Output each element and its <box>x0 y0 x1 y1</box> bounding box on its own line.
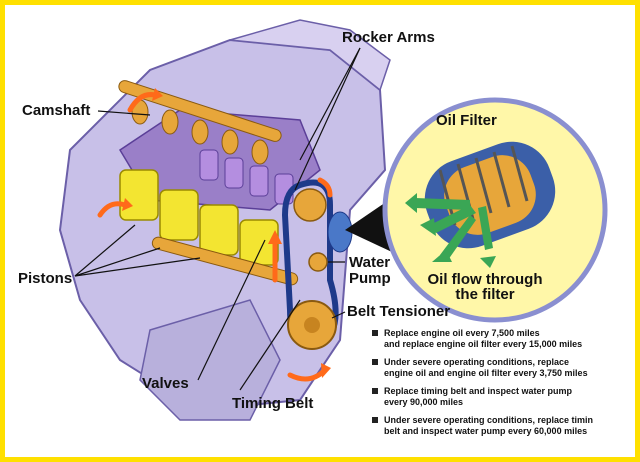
inset-pointer <box>345 198 392 252</box>
note-line: Under severe operating conditions, repla… <box>384 415 594 425</box>
oil-flow-arrows <box>405 193 496 268</box>
bullet-icon <box>372 330 378 336</box>
label-water-pump-line1: Water <box>349 254 391 271</box>
rocker-arms <box>199 149 294 205</box>
note-item: Replace timing belt and inspect water pu… <box>372 386 637 407</box>
oil-filter-caption: Oil flow through the filter <box>410 272 560 302</box>
label-valves: Valves <box>142 375 189 392</box>
bullet-icon <box>372 388 378 394</box>
label-pistons: Pistons <box>18 270 73 287</box>
lower-block <box>139 299 281 421</box>
cam-sprocket <box>293 188 327 222</box>
intake-manifold <box>229 19 391 92</box>
bullet-icon <box>372 359 378 365</box>
label-water-pump-line2: Pump <box>349 270 391 287</box>
label-rocker-arms: Rocker Arms <box>342 29 435 46</box>
oil-filter-caption-line1: Oil flow through <box>427 271 543 288</box>
note-item: Under severe operating conditions, repla… <box>372 415 637 436</box>
bullet-icon <box>372 417 378 423</box>
crankshaft <box>151 236 299 286</box>
note-line: and replace engine oil filter every 15,0… <box>384 338 583 349</box>
note-line: every 90,000 miles <box>384 396 464 407</box>
water-pump-pulley <box>308 252 328 272</box>
arrow-heads <box>122 88 331 378</box>
water-pump-housing <box>327 211 353 253</box>
oil-filter-caption-line2: the filter <box>455 286 515 303</box>
note-line: Replace engine oil every 7,500 miles <box>384 328 540 338</box>
note-line: Replace timing belt and inspect water pu… <box>384 386 573 396</box>
oil-filter-title: Oil Filter <box>436 112 497 129</box>
note-line: engine oil and engine oil filter every 3… <box>384 367 588 378</box>
label-belt-tensioner: Belt Tensioner <box>347 303 451 320</box>
note-item: Under severe operating conditions, repla… <box>372 357 637 378</box>
note-line: belt and inspect water pump every 60,000… <box>384 425 588 436</box>
leader-lines <box>74 47 361 391</box>
label-timing-belt: Timing Belt <box>232 395 314 412</box>
label-water-pump: Water Pump <box>349 255 391 287</box>
tensioner-hub <box>304 317 320 333</box>
label-camshaft: Camshaft <box>22 102 91 119</box>
note-line: Under severe operating conditions, repla… <box>384 357 570 367</box>
motion-arrows <box>97 92 333 382</box>
